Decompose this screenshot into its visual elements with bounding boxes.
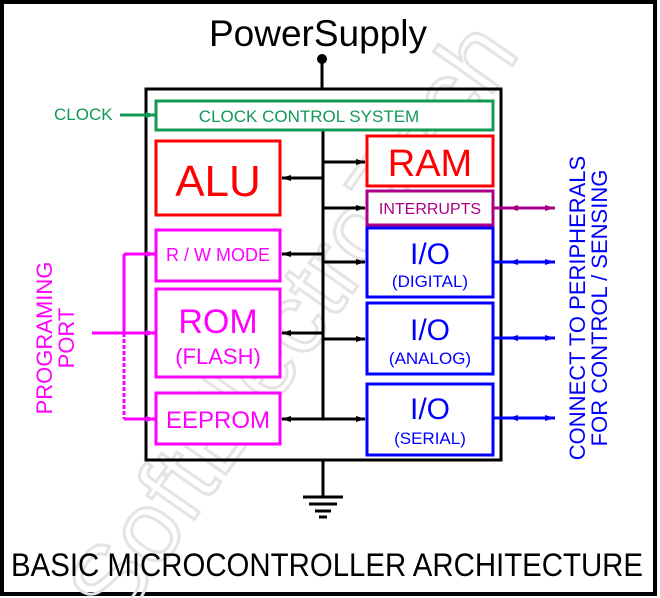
peripherals-label-line2: FOR CONTROL / SENSING	[587, 170, 612, 447]
interrupts-label: INTERRUPTS	[379, 201, 481, 218]
io-serial-label: I/O	[410, 393, 450, 426]
power-node-icon	[317, 54, 327, 89]
clock-control-label: CLOCK CONTROL SYSTEM	[199, 107, 419, 126]
power-supply-title: PowerSupply	[209, 13, 428, 54]
rom-label: ROM	[178, 303, 257, 341]
interrupts-external-line	[494, 205, 555, 211]
rom-block[interactable]: ROM (FLASH)	[154, 287, 282, 379]
rw-mode-label: R / W MODE	[166, 245, 270, 265]
programming-port-line1: PROGRAMING	[32, 262, 57, 415]
programming-port-label: PROGRAMING PORT	[32, 262, 79, 415]
rom-sublabel: (FLASH)	[175, 344, 261, 369]
io-analog-label: I/O	[410, 314, 450, 347]
io-analog-sublabel: (ANALOG)	[389, 349, 471, 368]
io-digital-label: I/O	[410, 238, 450, 271]
rw-mode-block[interactable]: R / W MODE	[154, 228, 282, 283]
io-analog-external-line	[494, 335, 555, 341]
peripherals-label-line1: CONNECT TO PERIPHERALS	[565, 156, 590, 460]
alu-label: ALU	[175, 157, 261, 206]
ground-icon	[303, 460, 343, 519]
io-analog-block[interactable]: I/O (ANALOG)	[365, 301, 495, 376]
programming-port-line2: PORT	[54, 308, 79, 369]
io-serial-sublabel: (SERIAL)	[394, 429, 466, 448]
ram-block[interactable]: RAM	[365, 134, 495, 188]
alu-block[interactable]: ALU	[154, 139, 282, 217]
ram-label: RAM	[388, 143, 472, 185]
diagram-caption: BASIC MICROCONTROLLER ARCHITECTURE	[11, 547, 643, 583]
io-digital-block[interactable]: I/O (DIGITAL)	[365, 226, 495, 299]
eeprom-label: EEPROM	[166, 407, 270, 434]
peripherals-label: CONNECT TO PERIPHERALS FOR CONTROL / SEN…	[565, 156, 612, 460]
programming-port-wiring	[92, 251, 156, 422]
clock-control-block[interactable]: CLOCK CONTROL SYSTEM	[154, 99, 495, 132]
io-serial-external-line	[494, 415, 555, 421]
io-serial-block[interactable]: I/O (SERIAL)	[365, 382, 495, 457]
io-digital-sublabel: (DIGITAL)	[392, 272, 468, 291]
eeprom-block[interactable]: EEPROM	[154, 391, 282, 446]
io-digital-external-line	[494, 259, 555, 265]
interrupts-block[interactable]: INTERRUPTS	[365, 189, 495, 227]
clock-input-label: CLOCK	[54, 105, 113, 124]
